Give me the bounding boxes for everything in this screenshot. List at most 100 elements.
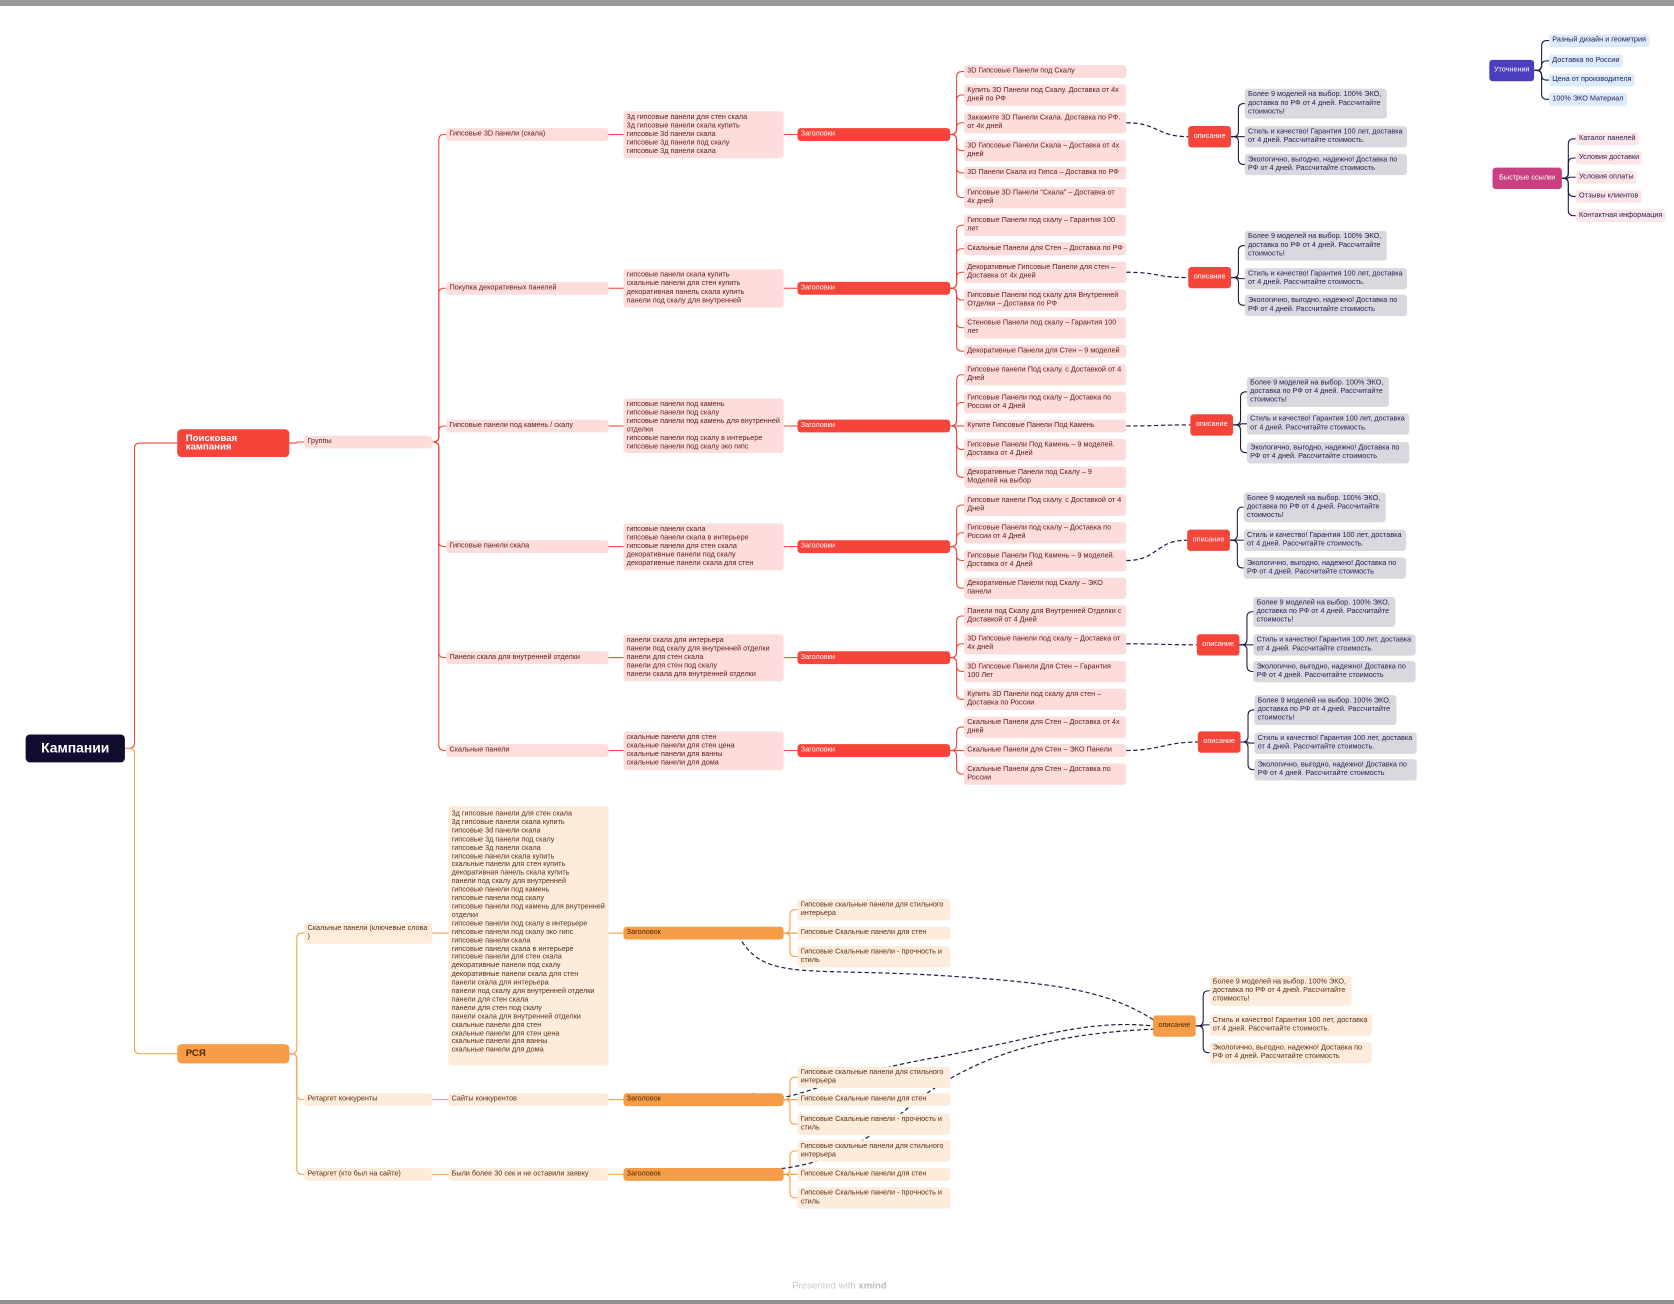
description-node[interactable]: описание [1188, 266, 1231, 289]
quick-link-item[interactable]: Контактная информация [1575, 209, 1666, 223]
description-item[interactable]: Более 9 моделей на выбор. 100% ЭКО, дост… [1244, 88, 1387, 119]
rsya-headline-item[interactable]: Гипсовые скальные панели для стильного и… [797, 899, 951, 921]
headline-item[interactable]: Скальные Панели для Стен – ЭКО Панели [964, 744, 1127, 757]
description-node[interactable]: описание [1196, 634, 1240, 656]
rsya-description-item[interactable]: Стиль и качество! Гарантия 100 лет, дост… [1209, 1014, 1372, 1036]
ad-group-node[interactable]: Гипсовые панели под камень / скалу [446, 419, 609, 433]
groups-node[interactable]: Группы [304, 435, 433, 449]
refinements-node[interactable]: Уточнения [1489, 59, 1535, 82]
rsya-headline-node[interactable]: Заголовок [623, 926, 784, 940]
headline-item[interactable]: Декоративные Панели под Скалу – ЭКО пане… [964, 577, 1127, 599]
headline-item[interactable]: Скальные Панели для Стен – Доставка по Р… [964, 242, 1127, 256]
headline-item[interactable]: Скальные Панели для Стен – Доставка по Р… [964, 763, 1127, 785]
headline-item[interactable]: Скальные Панели для Стен – Доставка от 4… [964, 716, 1127, 738]
description-node[interactable]: описание [1188, 126, 1231, 148]
headlines-node[interactable]: Заголовки [797, 744, 951, 757]
headline-item[interactable]: Гипсовые Панели под скалу – Доставка по … [964, 522, 1127, 544]
rsya-campaign-node[interactable]: РСЯ [177, 1044, 290, 1064]
headlines-node[interactable]: Заголовки [797, 419, 951, 433]
rsya-headline-item[interactable]: Гипсовые Скальные панели для стен [797, 1093, 951, 1106]
headline-item[interactable]: Гипсовые Панели под скалу – Гарантия 100… [964, 214, 1127, 236]
root-node-campaigns[interactable]: Кампании [25, 734, 125, 763]
ad-group-node[interactable]: Покупка декоративных панелей [446, 281, 609, 295]
headline-item[interactable]: 3D Гипсовые Панели Для Стен – Гарантия 1… [964, 660, 1127, 683]
headline-item[interactable]: Гипсовые Панели под скалу для Внутренней… [964, 289, 1127, 311]
audience-node[interactable]: Были более 30 сек и не оставили заявку [448, 1168, 609, 1181]
headline-item[interactable]: Купить 3D Панели под скалу для стен – До… [964, 688, 1127, 710]
rsya-description-node[interactable]: описание [1153, 1015, 1196, 1037]
rsya-headline-item[interactable]: Гипсовые Скальные панели - прочность и с… [797, 945, 951, 968]
ad-group-node[interactable]: Скальные панели [446, 744, 609, 757]
description-item[interactable]: Более 9 моделей на выбор. 100% ЭКО, дост… [1254, 695, 1397, 725]
audience-node[interactable]: Сайты конкурентов [448, 1093, 609, 1106]
headline-item[interactable]: Гипсовые Панели под скалу – Доставка по … [964, 391, 1127, 414]
headline-item[interactable]: Декоративные Панели для Стен – 9 моделей [964, 344, 1127, 358]
headlines-node[interactable]: Заголовки [797, 540, 951, 553]
description-item[interactable]: Экологично, выгодно, надежно! Доставка п… [1243, 557, 1407, 579]
headline-item[interactable]: Стеновые Панели под скалу – Гарантия 100… [964, 317, 1127, 339]
description-node[interactable]: описание [1187, 529, 1230, 551]
quick-link-item[interactable]: Отзывы клиентов [1575, 190, 1642, 203]
headline-item[interactable]: Декоративные Гипсовые Панели для стен – … [964, 261, 1127, 283]
headline-item[interactable]: Закажите 3D Панели Скала. Доставка по РФ… [964, 112, 1127, 134]
description-item[interactable]: Экологично, выгодно, надежно! Доставка п… [1246, 442, 1410, 464]
headlines-node[interactable]: Заголовки [797, 651, 951, 664]
rsya-description-item[interactable]: Более 9 моделей на выбор. 100% ЭКО, дост… [1209, 975, 1352, 1006]
headline-item[interactable]: Гипсовые панели Под скалу. с Доставкой о… [964, 494, 1127, 516]
description-node[interactable]: описание [1190, 414, 1234, 436]
headline-item[interactable]: 3D Гипсовые Панели под Скалу [964, 65, 1127, 78]
rsya-headline-item[interactable]: Гипсовые скальные панели для стильного и… [797, 1066, 951, 1088]
rsya-headline-item[interactable]: Гипсовые Скальные панели - прочность и с… [797, 1187, 951, 1209]
headline-item[interactable]: Гипсовые панели Под скалу. с Доставкой о… [964, 364, 1127, 386]
refinement-item[interactable]: Цена от производителя [1549, 73, 1635, 87]
refinement-item[interactable]: Доставка по России [1549, 54, 1623, 68]
refinement-item[interactable]: Разный дизайн и геометрия [1549, 34, 1650, 47]
headline-item[interactable]: 3D Гипсовые панели под скалу – Доставка … [964, 633, 1127, 655]
headline-item[interactable]: Панели под Скалу для Внутренней Отделки … [964, 605, 1127, 627]
headline-item[interactable]: Гипсовые 3D Панели "Скала" – Доставка от… [964, 186, 1127, 209]
refinement-item[interactable]: 100% ЭКО Материал [1549, 92, 1627, 106]
description-item[interactable]: Стиль и качество! Гарантия 100 лет, дост… [1244, 268, 1408, 290]
headline-item[interactable]: 3D Панели Скала из Гипса – Доставка по Р… [964, 166, 1127, 180]
description-item[interactable]: Экологично, выгодно, надежно! Доставка п… [1253, 660, 1416, 683]
headline-item[interactable]: Гипсовые Панели Под Камень – 9 моделей. … [964, 438, 1127, 461]
rsya-branch-node[interactable]: Скальные панели (ключевые слова ) [304, 922, 433, 944]
rsya-headline-item[interactable]: Гипсовые Скальные панели - прочность и с… [797, 1113, 951, 1135]
rsya-headline-item[interactable]: Гипсовые скальные панели для стильного и… [797, 1140, 951, 1162]
rsya-branch-node[interactable]: Ретаргет конкуренты [304, 1093, 433, 1106]
rsya-branch-node[interactable]: Ретаргет (кто был на сайте) [304, 1168, 433, 1181]
description-item[interactable]: Более 9 моделей на выбор. 100% ЭКО, дост… [1246, 377, 1389, 407]
description-node[interactable]: описание [1197, 731, 1241, 753]
description-item[interactable]: Экологично, выгодно, надежно! Доставка п… [1244, 153, 1408, 175]
headlines-node[interactable]: Заголовки [797, 128, 951, 141]
description-item[interactable]: Стиль и качество! Гарантия 100 лет, дост… [1254, 732, 1417, 754]
description-item[interactable]: Более 9 моделей на выбор. 100% ЭКО, дост… [1253, 596, 1396, 627]
description-item[interactable]: Более 9 моделей на выбор. 100% ЭКО, дост… [1244, 230, 1387, 261]
rsya-headline-item[interactable]: Гипсовые Скальные панели для стен [797, 926, 951, 940]
ad-group-node[interactable]: Гипсовые 3D панели (скала) [446, 128, 609, 141]
quick-links-node[interactable]: Быстрые ссылки [1492, 167, 1562, 189]
rsya-headline-node[interactable]: Заголовок [623, 1093, 784, 1106]
description-item[interactable]: Экологично, выгодно, надежно! Доставка п… [1254, 759, 1417, 781]
quick-link-item[interactable]: Условия оплаты [1575, 170, 1637, 184]
rsya-headline-item[interactable]: Гипсовые Скальные панели для стен [797, 1168, 951, 1181]
ad-group-node[interactable]: Панели скала для внутренней отделки [446, 651, 609, 664]
headline-item[interactable]: Декоративные Панели под Скалу – 9 Моделе… [964, 466, 1127, 488]
description-item[interactable]: Экологично, выгодно, надежно! Доставка п… [1244, 294, 1408, 316]
description-item[interactable]: Стиль и качество! Гарантия 100 лет, дост… [1243, 529, 1407, 551]
rsya-description-item[interactable]: Экологично, выгодно, надежно! Доставка п… [1209, 1042, 1372, 1064]
ad-group-node[interactable]: Гипсовые панели скала [446, 540, 609, 553]
search-campaign-node[interactable]: Поисковая кампания [177, 429, 290, 457]
description-item[interactable]: Стиль и качество! Гарантия 100 лет, дост… [1246, 413, 1410, 435]
description-item[interactable]: Более 9 моделей на выбор. 100% ЭКО, дост… [1243, 492, 1386, 522]
headlines-node[interactable]: Заголовки [797, 281, 951, 295]
quick-link-item[interactable]: Условия доставки [1575, 151, 1643, 165]
headline-item[interactable]: Купите Гипсовые Панели Под Камень [964, 419, 1127, 433]
headline-item[interactable]: 3D Гипсовые Панели Скала – Доставка от 4… [964, 139, 1127, 162]
